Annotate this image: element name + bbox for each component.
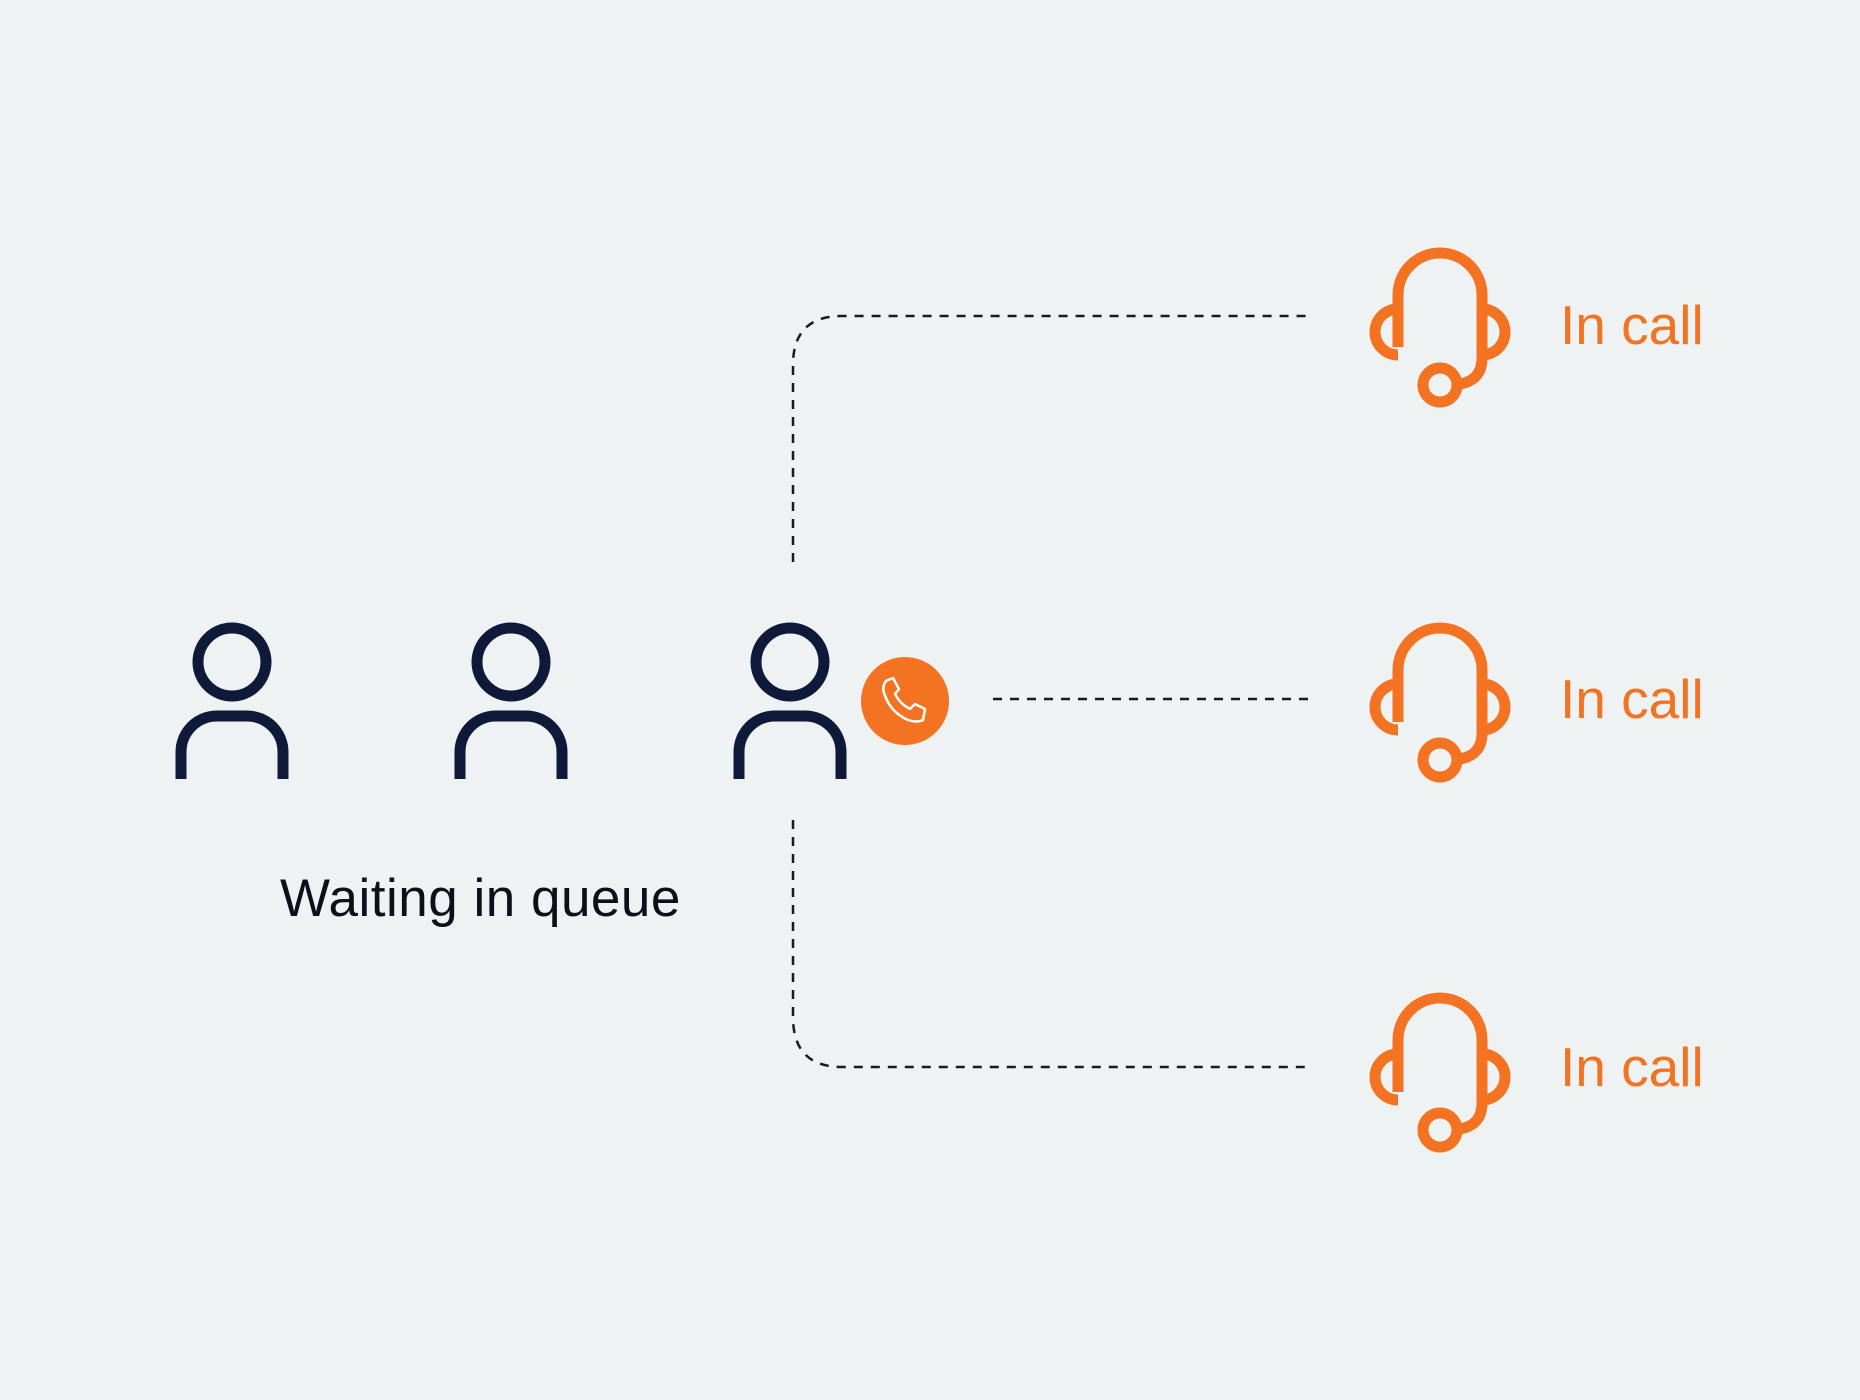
phone-icon xyxy=(882,676,927,723)
agent-3-status: In call xyxy=(1560,1036,1704,1098)
agent-2-headset-icon xyxy=(1375,628,1505,777)
agent-1-headset-icon xyxy=(1375,253,1505,402)
caller-2-person-icon xyxy=(454,622,568,779)
agent-1-status: In call xyxy=(1560,294,1704,356)
agent-3-headset-icon xyxy=(1375,998,1505,1147)
caller-1-person-icon xyxy=(175,622,289,779)
connector-to-agent-3 xyxy=(791,820,1312,1069)
active-call-badge xyxy=(861,657,949,745)
agent-2-status: In call xyxy=(1560,668,1704,730)
queue-label: Waiting in queue xyxy=(280,869,681,928)
caller-3-person-icon xyxy=(733,622,847,779)
connector-to-agent-1 xyxy=(791,314,1312,562)
